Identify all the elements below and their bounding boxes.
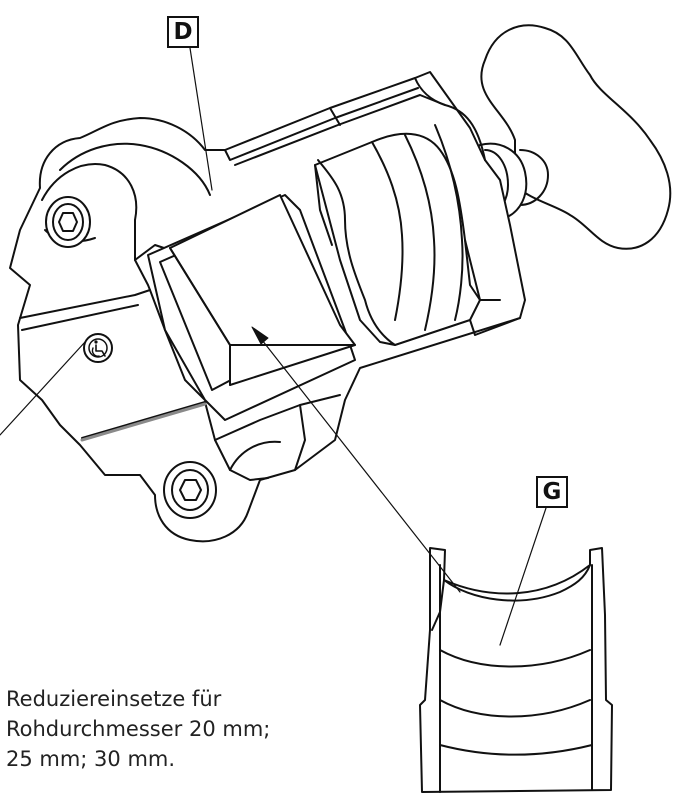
hex-bolt-lower (163, 461, 217, 519)
leader-d (189, 47, 213, 191)
caption-line-2: Rohdurchmesser 20 mm; (6, 717, 271, 741)
seam-line (80, 402, 207, 442)
leader-arrow (261, 339, 461, 593)
leader-lines (0, 47, 547, 646)
caption: Reduziereinsetze für Rohdurchmesser 20 m… (6, 684, 386, 774)
leader-g (499, 507, 547, 646)
jaw-section (314, 124, 521, 346)
insert-block (169, 194, 356, 386)
caption-line-3: 25 mm; 30 mm. (6, 747, 176, 771)
arrow-head (251, 326, 269, 345)
wing-knob (480, 24, 672, 250)
caption-line-1: Reduziereinsetze für (6, 687, 222, 711)
reducer-insert (419, 547, 613, 793)
hex-bolt-upper (45, 196, 91, 248)
leader-left (0, 341, 86, 436)
label-g: G (536, 476, 568, 508)
wheelchair-icon (83, 333, 113, 363)
label-d: D (167, 16, 199, 48)
